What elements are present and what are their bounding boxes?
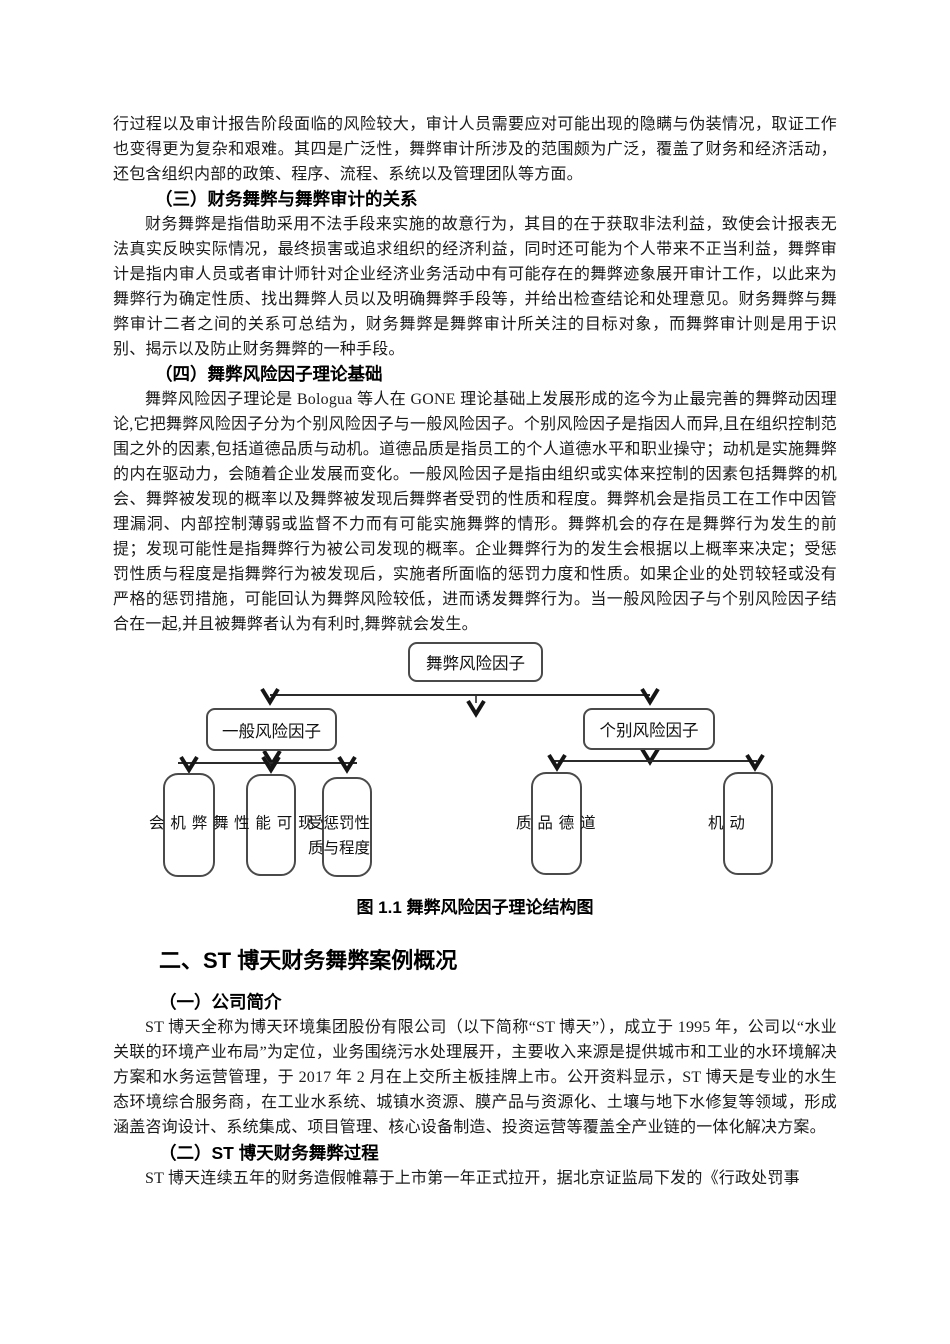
diagram-connector-lines bbox=[178, 687, 765, 774]
arrow-down-icon bbox=[337, 755, 357, 774]
diagram-leaf-label-punishment: 受惩罚性质与程度 bbox=[308, 815, 371, 857]
diagram-leaf-label-motive: 机 动 bbox=[708, 815, 746, 832]
paragraph-risk-factor-theory: 舞弊风险因子理论是 Bologua 等人在 GONE 理论基础上发展形成的迄今为… bbox=[113, 391, 837, 633]
paragraph-fraud-vs-audit: 财务舞弊是指借助采用不法手段来实施的故意行为，其目的在于获取非法利益，致使会计报… bbox=[113, 216, 837, 358]
paragraph-audit-risk: 行过程以及审计报告阶段面临的风险较大，审计人员需要应对可能出现的隐瞒与伪装情况，… bbox=[113, 116, 837, 183]
paragraph-company-profile: ST 博天全称为博天环境集团股份有限公司（以下简称“ST 博天”），成立于 19… bbox=[113, 1019, 837, 1136]
heading-chapter-2: 二、ST 博天财务舞弊案例概况 bbox=[159, 948, 458, 973]
diagram-node-individual-risk: 个别风险因子 bbox=[583, 708, 715, 750]
arrow-down-icon bbox=[640, 687, 660, 706]
heading-fraud-process: （二）ST 博天财务舞弊过程 bbox=[159, 1143, 379, 1163]
diagram-leaf-box-4 bbox=[531, 772, 582, 875]
diagram-node-general-risk: 一般风险因子 bbox=[206, 708, 337, 751]
diagram-leaf-box-1 bbox=[163, 773, 215, 877]
figure-fraud-risk-factor-diagram: 舞弊风险因子 一般风险因子 个别风险因子 会 机 弊 舞 性 能 可 现 受惩罚… bbox=[0, 639, 950, 889]
diagram-leaf-label-discovery: 性 能 可 现 bbox=[234, 815, 315, 832]
figure-caption: 图 1.1 舞弊风险因子理论结构图 bbox=[356, 898, 594, 917]
diagram-leaf-label-moral: 质 品 德 道 bbox=[516, 815, 597, 832]
heading-section-3: （三）财务舞弊与舞弊审计的关系 bbox=[155, 189, 418, 209]
arrow-down-icon bbox=[466, 699, 486, 718]
diagram-leaf-box-2 bbox=[246, 774, 296, 876]
paragraph-fraud-process: ST 博天连续五年的财务造假帷幕于上市第一年正式拉开，据北京证监局下发的《行政处… bbox=[145, 1170, 800, 1187]
heading-company-profile: （一）公司简介 bbox=[159, 992, 282, 1012]
diagram-leaf-box-5 bbox=[723, 772, 773, 875]
page-content: 行过程以及审计报告阶段面临的风险较大，审计人员需要应对可能出现的隐瞒与伪装情况，… bbox=[113, 0, 837, 1191]
arrow-down-icon bbox=[179, 755, 199, 774]
arrow-down-icon bbox=[745, 753, 765, 772]
arrow-down-icon bbox=[261, 755, 281, 774]
diagram-leaf-box-3 bbox=[322, 777, 372, 877]
diagram-leaf-label-opportunity: 会 机 弊 舞 bbox=[149, 815, 230, 832]
diagram-node-root: 舞弊风险因子 bbox=[408, 642, 543, 682]
heading-section-4: （四）舞弊风险因子理论基础 bbox=[155, 364, 383, 384]
arrow-down-icon bbox=[260, 687, 280, 706]
arrow-down-icon bbox=[547, 753, 567, 772]
